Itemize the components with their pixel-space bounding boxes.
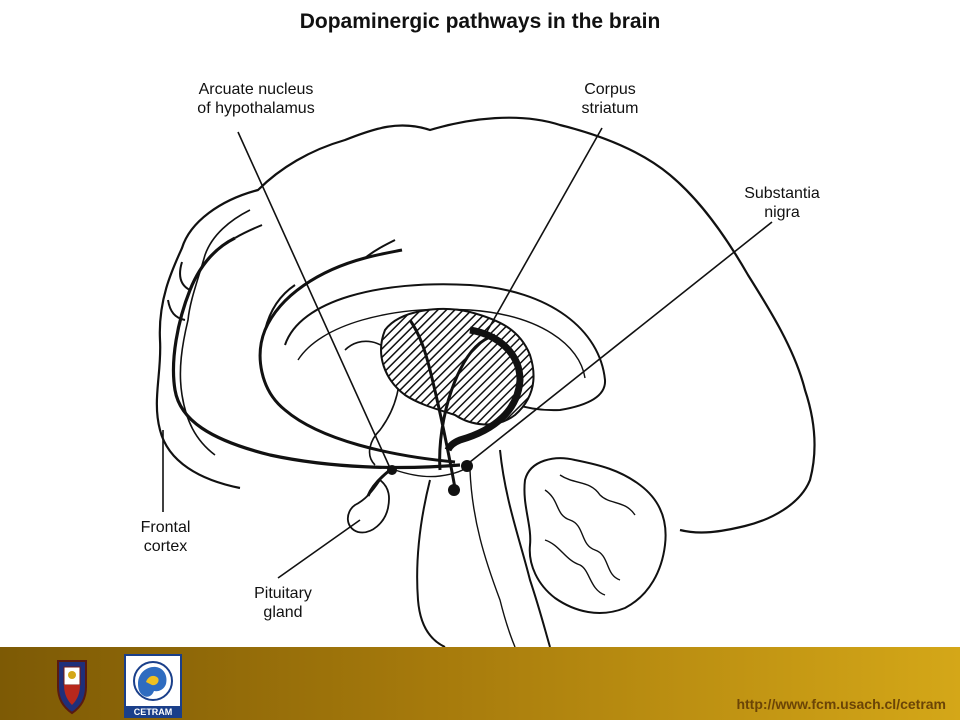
label-corpus-striatum: Corpus striatum (581, 81, 639, 117)
substantia-nigra-dot (461, 460, 473, 472)
slide-title: Dopaminergic pathways in the brain (299, 10, 661, 33)
vta-dot (448, 484, 460, 496)
pituitary (346, 478, 390, 534)
cetram-logo-icon: CETRAM (124, 654, 182, 718)
label-arcuate-nucleus: Arcuate nucleus of hypothalamus (197, 81, 315, 117)
footer-url[interactable]: http://www.fcm.usach.cl/cetram (736, 696, 946, 712)
mesocortical-pathway (171, 236, 461, 470)
brainstem-inner (469, 469, 516, 647)
corpus-callosum (284, 283, 607, 412)
striatum-tail (444, 326, 524, 452)
cerebellum-folds (544, 474, 636, 596)
leader-pituitary (277, 519, 361, 579)
leader-corpus (484, 127, 603, 336)
cetram-logo-text: CETRAM (134, 707, 173, 717)
university-crest-icon (57, 660, 87, 715)
label-substantia-nigra: Substantia nigra (744, 185, 820, 221)
brain-outline (155, 116, 816, 534)
brainstem (416, 449, 551, 647)
leader-arcuate (237, 131, 391, 469)
thalamus-outline (344, 340, 400, 466)
brain-diagram (155, 116, 816, 647)
leader-substantia (469, 221, 773, 463)
frontal-branches (167, 224, 396, 331)
label-pituitary-gland: Pituitary gland (254, 585, 312, 621)
nigrostriatal-pathway (408, 319, 496, 489)
label-frontal-cortex: Frontal cortex (140, 519, 191, 555)
cerebellum (523, 457, 667, 614)
